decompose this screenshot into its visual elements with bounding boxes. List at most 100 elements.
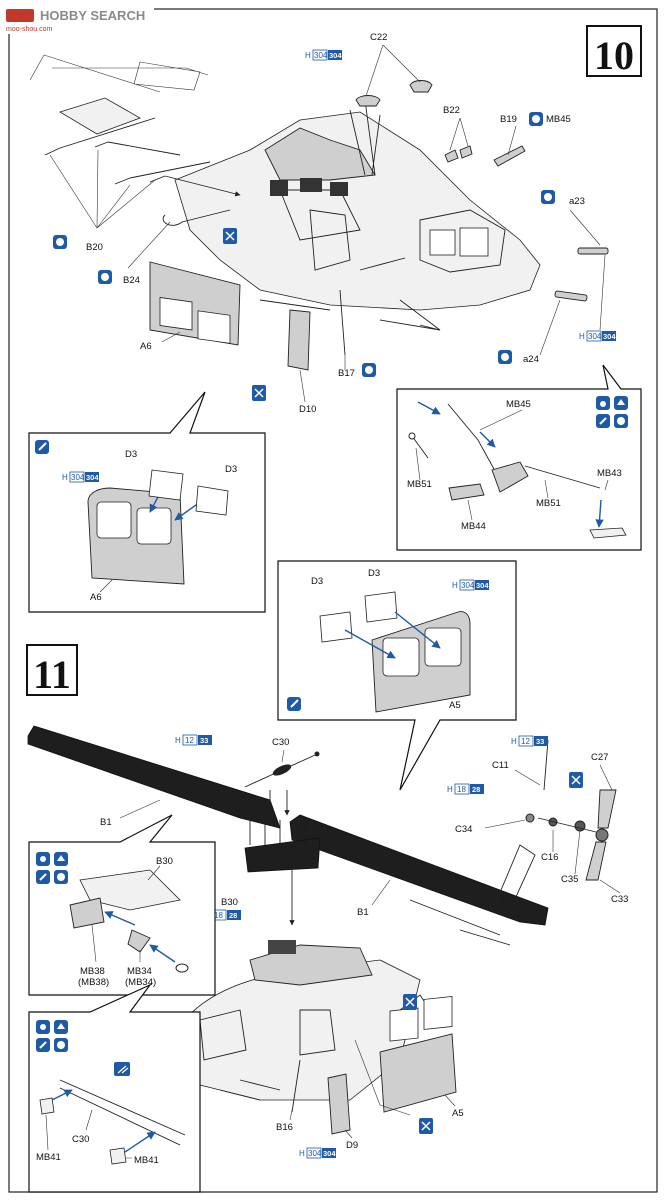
antenna-rods [44,141,166,185]
label-mb34: MB34 [127,966,152,977]
label-mb38: MB38 [80,966,105,977]
label-d3-a6-a: D3 [125,449,137,460]
paint-badge-c11: H 12 33 [511,735,548,747]
svg-text:304: 304 [314,51,328,60]
rotor-hint [29,54,209,93]
svg-text:304: 304 [323,1149,336,1158]
label-mb51-b: MB51 [536,498,561,509]
label-b19: B19 [500,114,517,125]
svg-text:H: H [62,473,68,482]
label-a24: a24 [523,354,539,365]
label-b24: B24 [123,275,140,286]
part-c22-right [409,80,433,93]
part-c34 [525,813,535,823]
svg-text:12: 12 [185,736,194,745]
label-mb51-a: MB51 [407,479,432,490]
part-c11 [543,739,549,791]
svg-text:33: 33 [200,736,208,745]
paint-badge-a24: H 304 304 [579,330,616,342]
paint-badge-a5: H 304 304 [452,579,489,591]
label-c22: C22 [370,32,387,43]
part-mb45 [447,403,501,481]
svg-text:H: H [175,736,181,745]
label-d3-a5-a: D3 [311,576,323,587]
label-mb43: MB43 [597,468,622,479]
paint-badge-blade: H 12 33 [175,734,212,746]
svg-text:304: 304 [86,473,99,482]
label-c35: C35 [561,874,578,885]
label-b17: B17 [338,368,355,379]
svg-text:H: H [299,1149,305,1158]
part-a23 [577,247,609,255]
part-mb43 [589,527,627,539]
door-d9 [327,1073,351,1135]
svg-text:18: 18 [214,911,223,920]
label-d3-a5-b: D3 [368,568,380,579]
svg-text:H: H [452,581,458,590]
label-d10: D10 [299,404,316,415]
label-mb45-top: MB45 [546,114,571,125]
step-11-number: 11 [33,652,71,697]
svg-text:12: 12 [521,737,530,746]
part-a24 [554,290,588,302]
icon-group-mb [596,396,628,428]
label-d3-a6-b: D3 [225,464,237,475]
svg-text:304: 304 [308,1149,322,1158]
svg-text:H: H [579,332,585,341]
label-c11: C11 [492,760,509,771]
label-mb45-detail: MB45 [506,399,531,410]
svg-text:304: 304 [71,473,85,482]
antenna-leaders [59,117,240,195]
hub-detail [79,869,181,911]
watermark-brand: HOBBY SEARCH [40,8,145,23]
door-d10 [287,309,311,371]
label-mb34-alt: (MB34) [125,977,156,988]
part-mb44 [448,483,485,501]
label-b30-detail: B30 [156,856,173,867]
watermark: HOBBY SEARCH moo-shou.com [4,4,154,34]
leaders-10 [161,44,606,403]
tail-blade-lower [585,841,607,881]
label-b16: B16 [276,1122,293,1133]
label-a6-top: A6 [140,341,152,352]
rotor-blade-b1-left [27,725,281,829]
part-b19 [493,145,526,167]
label-mb41-left: MB41 [36,1152,61,1163]
callout-b30: B30 MB38 (MB38) MB34 (MB34) [28,814,216,996]
label-mb38-alt: (MB38) [78,977,109,988]
glass-d3-a [148,469,184,501]
label-b1-right: B1 [357,907,369,918]
label-a5-detail: A5 [449,700,461,711]
label-d9: D9 [346,1140,358,1151]
svg-text:33: 33 [536,737,544,746]
label-a5-main: A5 [452,1108,464,1119]
svg-text:28: 28 [472,785,480,794]
part-b22-b [459,145,473,159]
helicopter-fuselage-10 [174,99,541,331]
b20-leaders [49,149,156,229]
label-c16: C16 [541,852,558,863]
b24-leader [127,221,171,269]
step-11: 11 C30 B1 B1 C11 C27 C34 C16 C35 C33 [26,644,628,1193]
label-a23: a23 [569,196,585,207]
callout-a6: H 304 304 D3 D3 A6 [28,391,266,613]
part-mb51-b [524,465,601,489]
paint-badge-a6: H 304 304 [62,471,99,483]
label-b30-main: B30 [221,897,238,908]
label-c30-top: C30 [272,737,289,748]
label-c33: C33 [611,894,628,905]
svg-text:304: 304 [476,581,489,590]
panel-sheet [59,97,141,135]
paint-badge-c22: H 304 304 [305,49,342,61]
page-border [8,8,658,1193]
skid-bar-c30 [59,1079,186,1146]
b17-frame [339,257,406,356]
label-mb41-right: MB41 [134,1155,159,1166]
part-mb41-left [39,1097,55,1115]
label-c27: C27 [591,752,608,763]
rotor-hub-b30 [244,837,321,873]
label-c34: C34 [455,824,472,835]
svg-text:304: 304 [588,332,602,341]
tail-blade-upper [597,789,617,829]
